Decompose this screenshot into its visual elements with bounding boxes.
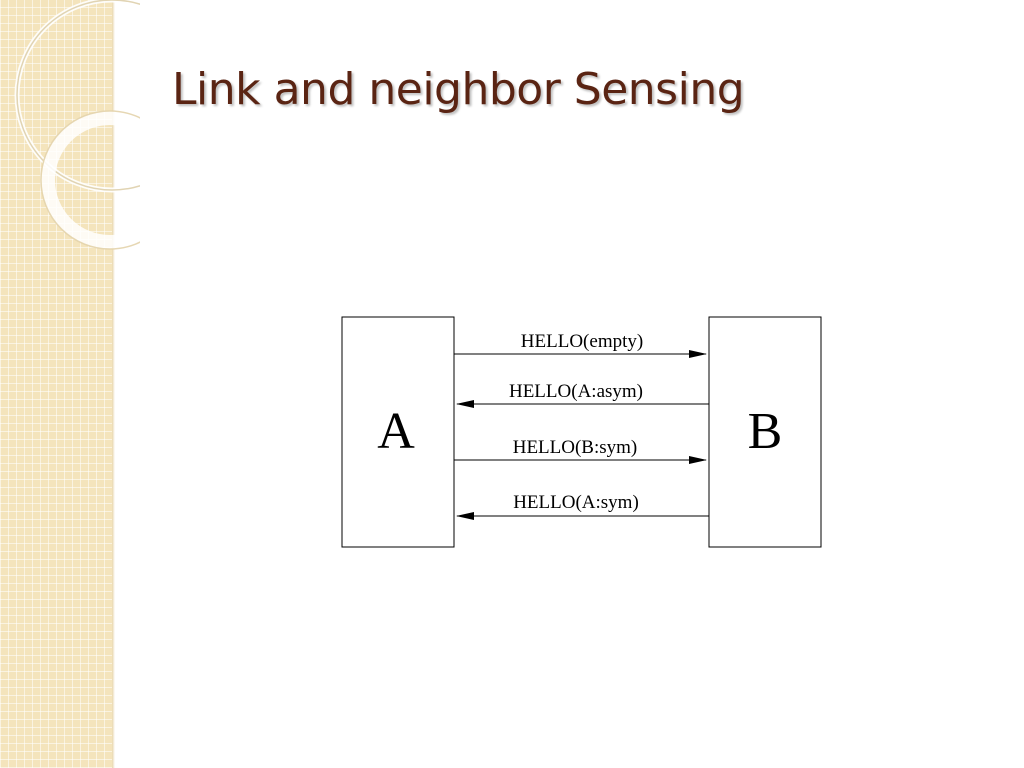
node-b-label: B — [748, 403, 783, 460]
message-label-1: HELLO(empty) — [521, 331, 643, 352]
slide-title: Link and neighbor Sensing — [172, 64, 745, 115]
node-a-box — [341, 316, 455, 548]
hello-exchange-diagram: A B HELLO(empty) HELLO(A:asym) HELLO(B:s… — [341, 316, 822, 548]
node-b-box — [708, 316, 822, 548]
message-label-3: HELLO(B:sym) — [513, 437, 638, 458]
side-band-edge — [112, 0, 115, 768]
decorative-ring-large-outline — [16, 0, 140, 191]
node-a-label: A — [377, 403, 415, 460]
message-label-4: HELLO(A:sym) — [513, 492, 639, 513]
decorative-ring-small — [41, 111, 140, 249]
decorative-rings — [14, 0, 140, 250]
decorative-ring-small-outline — [40, 110, 140, 250]
decorative-ring-large — [14, 0, 140, 193]
message-label-2: HELLO(A:asym) — [509, 381, 643, 402]
decorative-side-band — [0, 0, 112, 768]
